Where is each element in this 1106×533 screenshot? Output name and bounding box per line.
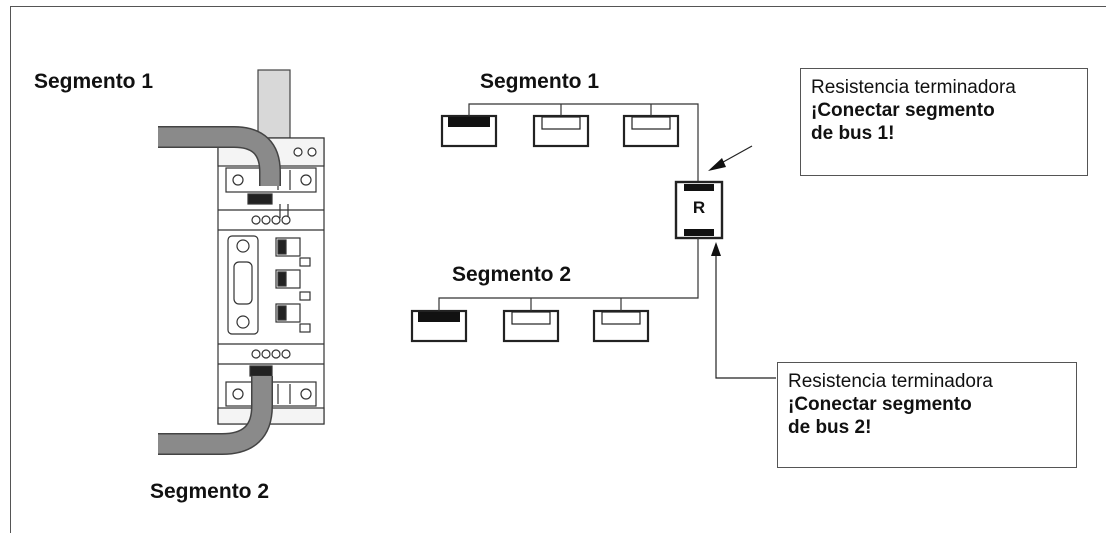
- segment2-network: [410, 309, 650, 343]
- left-segment1-label: Segmento 1: [34, 70, 154, 93]
- diagram-segment1-label: Segmento 1: [480, 70, 600, 93]
- note1-instruction-line1: ¡Conectar segmento: [811, 100, 995, 121]
- segment2-bus-line: [438, 238, 699, 311]
- diagram-segment2-label: Segmento 2: [452, 263, 572, 286]
- terminating-resistor: [674, 180, 724, 240]
- left-segment2-label: Segmento 2: [150, 480, 270, 503]
- note2-arrow: [715, 254, 776, 379]
- frame-left-border: [10, 6, 11, 533]
- terminator-note-1: Resistencia terminadora ¡Conectar segmen…: [800, 68, 1088, 176]
- resistor-label: R: [692, 198, 706, 217]
- note1-instruction-line2: de bus 1!: [811, 123, 895, 144]
- top-cable-stub: [257, 69, 291, 139]
- note2-instruction-line1: ¡Conectar segmento: [788, 394, 972, 415]
- segment1-network: [440, 114, 680, 148]
- note2-instruction-line2: de bus 2!: [788, 417, 872, 438]
- note1-title: Resistencia terminadora: [811, 77, 1016, 98]
- frame-top-border: [10, 6, 1106, 7]
- terminator-note-2: Resistencia terminadora ¡Conectar segmen…: [777, 362, 1077, 468]
- segment1-bus-line: [468, 103, 699, 182]
- note2-title: Resistencia terminadora: [788, 371, 993, 392]
